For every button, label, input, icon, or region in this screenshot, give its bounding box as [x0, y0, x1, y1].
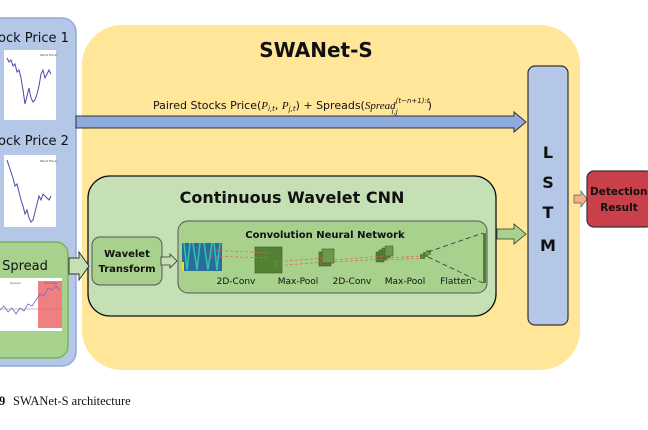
wavelet-transform-label-1: Wavelet [104, 249, 150, 260]
caption-text: SWANet-S architecture [13, 394, 131, 408]
lstm-letter-s: S [542, 173, 554, 192]
lstm-letter-t: T [543, 203, 554, 222]
spread-chart: Spread Anomaly [0, 278, 62, 331]
layer-label-pool1: Max-Pool [278, 277, 318, 287]
spread-input-arrow [68, 250, 90, 282]
pool-layer-1b [321, 248, 335, 264]
stock-price-2-label: ock Price 2 [0, 134, 69, 149]
cwcnn-title: Continuous Wavelet CNN [180, 188, 405, 207]
layer-label-flatten: Flatten [440, 277, 472, 287]
flatten-layer [483, 233, 486, 283]
conv-layer-1 [254, 246, 283, 274]
layer-label-conv1: 2D-Conv [217, 277, 256, 287]
paired-input-arrow [75, 110, 527, 134]
wavelet-to-cnn-arrow [160, 253, 178, 269]
caption-number: 9 [0, 394, 5, 408]
stock-price-2-chart: Stock Price [4, 155, 57, 227]
swanet-title: SWANet-S [259, 38, 373, 62]
scalogram-image [182, 242, 222, 271]
lstm-letter-m: M [540, 236, 556, 255]
receptive-field-lines [209, 249, 423, 267]
spread-legend-a: Spread [10, 281, 21, 285]
wavelet-transform-box [91, 236, 163, 286]
cnn-to-lstm-arrow [496, 223, 527, 245]
detection-result-line1: Detection [590, 186, 648, 198]
pool-layer-2 [420, 250, 431, 259]
detection-result-box [586, 170, 648, 228]
detection-result-line2: Result [600, 202, 638, 214]
stock-price-1-chart: Stock Price [4, 50, 57, 120]
spread-label: Spread [2, 259, 48, 274]
layer-label-conv2: 2D-Conv [333, 277, 372, 287]
stock-price-1-label: ock Price 1 [0, 31, 69, 46]
wavelet-transform-label-2: Transform [98, 264, 155, 275]
cnn-title: Convolution Neural Network [245, 230, 405, 241]
spread-legend-b: Anomaly [44, 281, 57, 285]
flatten-lines [427, 232, 484, 284]
paired-stocks-label: Paired Stocks Price(Pi,t, Pj,t) + Spread… [153, 97, 432, 116]
stock-price-2-legend: Stock Price [40, 159, 57, 163]
stock-price-1-legend: Stock Price [40, 53, 57, 57]
lstm-block [527, 65, 569, 326]
layer-label-pool2: Max-Pool [385, 277, 425, 287]
lstm-to-output-arrow [573, 189, 588, 209]
lstm-letter-l: L [543, 143, 553, 162]
